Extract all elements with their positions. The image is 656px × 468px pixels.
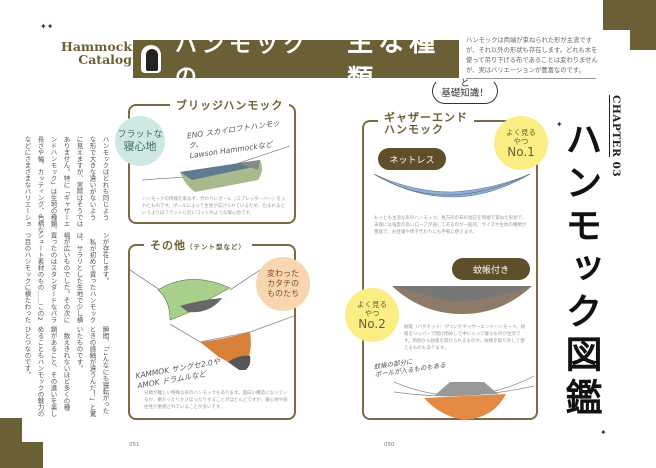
text-line: ありません。特に「ギャザーエ — [62, 136, 70, 227]
card-title: その他（テント型など） — [144, 237, 252, 253]
intro-text: ハンモックは両端が束ねられた形が主流ですが、それ以外の形状も存在します。どれも木… — [466, 37, 598, 74]
gather-end-hammock-illustration — [373, 173, 531, 198]
text-line: 数えきれないほど多くの種 — [62, 326, 70, 411]
card-caption: 蚊帳（バグネット）がついたギャザーエンドハンモック。蚊帳をジッパーで開け閉めして… — [404, 325, 526, 351]
text-line: やつ — [364, 308, 380, 318]
title-banner: ハンモックの 主な種類 — [133, 28, 459, 95]
body-text-block-2: ンが存在します。 私が初めて買ったハンモックは、サラリとした生地で少し横幅が広い… — [20, 232, 111, 323]
text-line: ものたち — [267, 289, 299, 298]
text-line: な形で大きな違いがないよう — [88, 136, 96, 221]
bubble-line2: 基礎知識！ — [441, 88, 489, 99]
text-line: 類があること、その違いを楽し — [49, 326, 57, 417]
sparkle-icon: ✦ — [600, 428, 607, 437]
text-line: 寝心地 — [123, 140, 157, 153]
catalog-label-line2: Catalog — [78, 52, 132, 67]
corner-block-top-right-step — [630, 30, 656, 50]
text-line: に見えますが、実際はそうでは — [75, 136, 83, 227]
bridge-hammock-illustration — [141, 145, 290, 192]
text-line: その他 — [150, 239, 186, 252]
text-line: めることもハンモックの魅力の — [36, 326, 44, 417]
speech-bubble: と 基礎知識！ — [432, 78, 498, 104]
divider — [466, 78, 596, 79]
text-line: よく見る — [357, 299, 387, 309]
text-line: ハンモックはどれも同じよう — [101, 136, 109, 221]
card-caption: ハンモックの両端を束ねず、代わりにポール（スプレッダーバー）を入れたものです。ポ… — [142, 197, 286, 216]
text-line: やつ — [513, 136, 529, 146]
body-text-block-1: ハンモックはどれも同じような形で大きな違いがないように見えますが、実際はそうでは… — [20, 136, 111, 234]
catalog-label: Hammock Catalog — [40, 40, 132, 66]
corner-block-top-right — [603, 0, 656, 30]
text-line: 変わった — [267, 269, 299, 278]
text-line: などにさまざまなバリエーショ — [23, 136, 31, 227]
pole-bugnet-hammock-illustration — [394, 375, 534, 420]
page-number-right: 050 — [384, 442, 395, 448]
text-line: カタチの — [267, 279, 299, 288]
text-line: つ目のハンモックに横たわった — [23, 232, 31, 323]
text-line: 私が初めて買ったハンモック — [88, 232, 96, 324]
card-caption: 分類が難しい特殊な形のハンモックもあります。面白い構造になっているか、重かったり… — [144, 391, 288, 410]
chapter-number: 03 — [610, 161, 622, 178]
text-line: 長さや幅、カッティング、色柄な — [36, 136, 44, 234]
text-line: よく見る — [506, 127, 536, 137]
corner-block-bottom-left — [0, 418, 22, 468]
text-line: ハンモック — [384, 123, 444, 136]
body-text-block-3: 瞬間、「こんなにも寝転がったときの感触が違うんだ！」と驚いたものです。 数えきれ… — [20, 326, 111, 417]
card-title: ブリッジハンモック — [170, 97, 290, 113]
text-line: 瞬間、「こんなにも寝転がった — [101, 326, 109, 414]
badge-unusual-shapes: 変わったカタチのものたち — [256, 257, 310, 311]
catalog-label-line1: Hammock — [61, 39, 132, 54]
text-line: ひとつなのです。 — [23, 326, 31, 378]
chapter-word: CHAPTER — [609, 95, 622, 158]
text-line: ときの感触が違うんだ！」と驚 — [88, 326, 96, 417]
card-title: ギャザーエンドハンモック — [378, 112, 474, 136]
bugnet-hammock-illustration — [392, 286, 532, 314]
badge-flat-comfort: フラットな寝心地 — [115, 116, 165, 166]
card-bridge-hammock: ブリッジハンモック ENO スカイロフトハンモック、Lawson Hammock… — [128, 97, 296, 224]
text-line: ギャザーエンド — [384, 111, 468, 124]
sparkle-icon: ✦✦ — [40, 22, 54, 31]
card-caption: もっとも主流な形のハンモック。長方形の布の短辺を両端で束ねた形状で、末端には強度… — [374, 216, 527, 235]
bubble-line1: と — [460, 78, 470, 89]
title-part2: 主な種類 — [347, 28, 441, 95]
page-number-left: 051 — [129, 442, 140, 448]
chapter-label: CHAPTER 03 — [609, 95, 622, 178]
text-line: は、サラリとした生地で少し横 — [75, 232, 83, 323]
text-line: No.2 — [358, 316, 386, 331]
text-line: ンが存在します。 — [101, 232, 109, 284]
text-line: ンドハンモック」は生地の種類、 — [49, 136, 57, 234]
title-part1: ハンモックの — [174, 33, 310, 90]
tag-netless: ネットレス — [378, 148, 446, 170]
text-line: フラットな — [117, 130, 163, 140]
tent-hammock-illustration — [130, 269, 294, 370]
tag-bugnet: 蚊帳付き — [452, 258, 530, 280]
text-line: （テント型など） — [186, 243, 246, 251]
text-line: シュート素材のもの……この2 — [36, 232, 44, 321]
chapter-title: ハンモック図鑑 — [559, 120, 602, 421]
card-gather-end-hammock: ギャザーエンドハンモック ネットレス もっとも主流な形のハンモック。長方形の布の… — [362, 112, 538, 420]
text-line: 買ったのはスタンダードなパラ — [49, 232, 57, 323]
corner-block-bottom-left-step — [22, 442, 43, 468]
text-line: いたものです。 — [75, 326, 83, 372]
author-avatar — [141, 45, 161, 73]
text-line: No.1 — [507, 144, 535, 159]
sparkle-icon: ✦ — [556, 120, 563, 129]
text-line: 幅が広いものでした。その次に — [62, 232, 70, 323]
